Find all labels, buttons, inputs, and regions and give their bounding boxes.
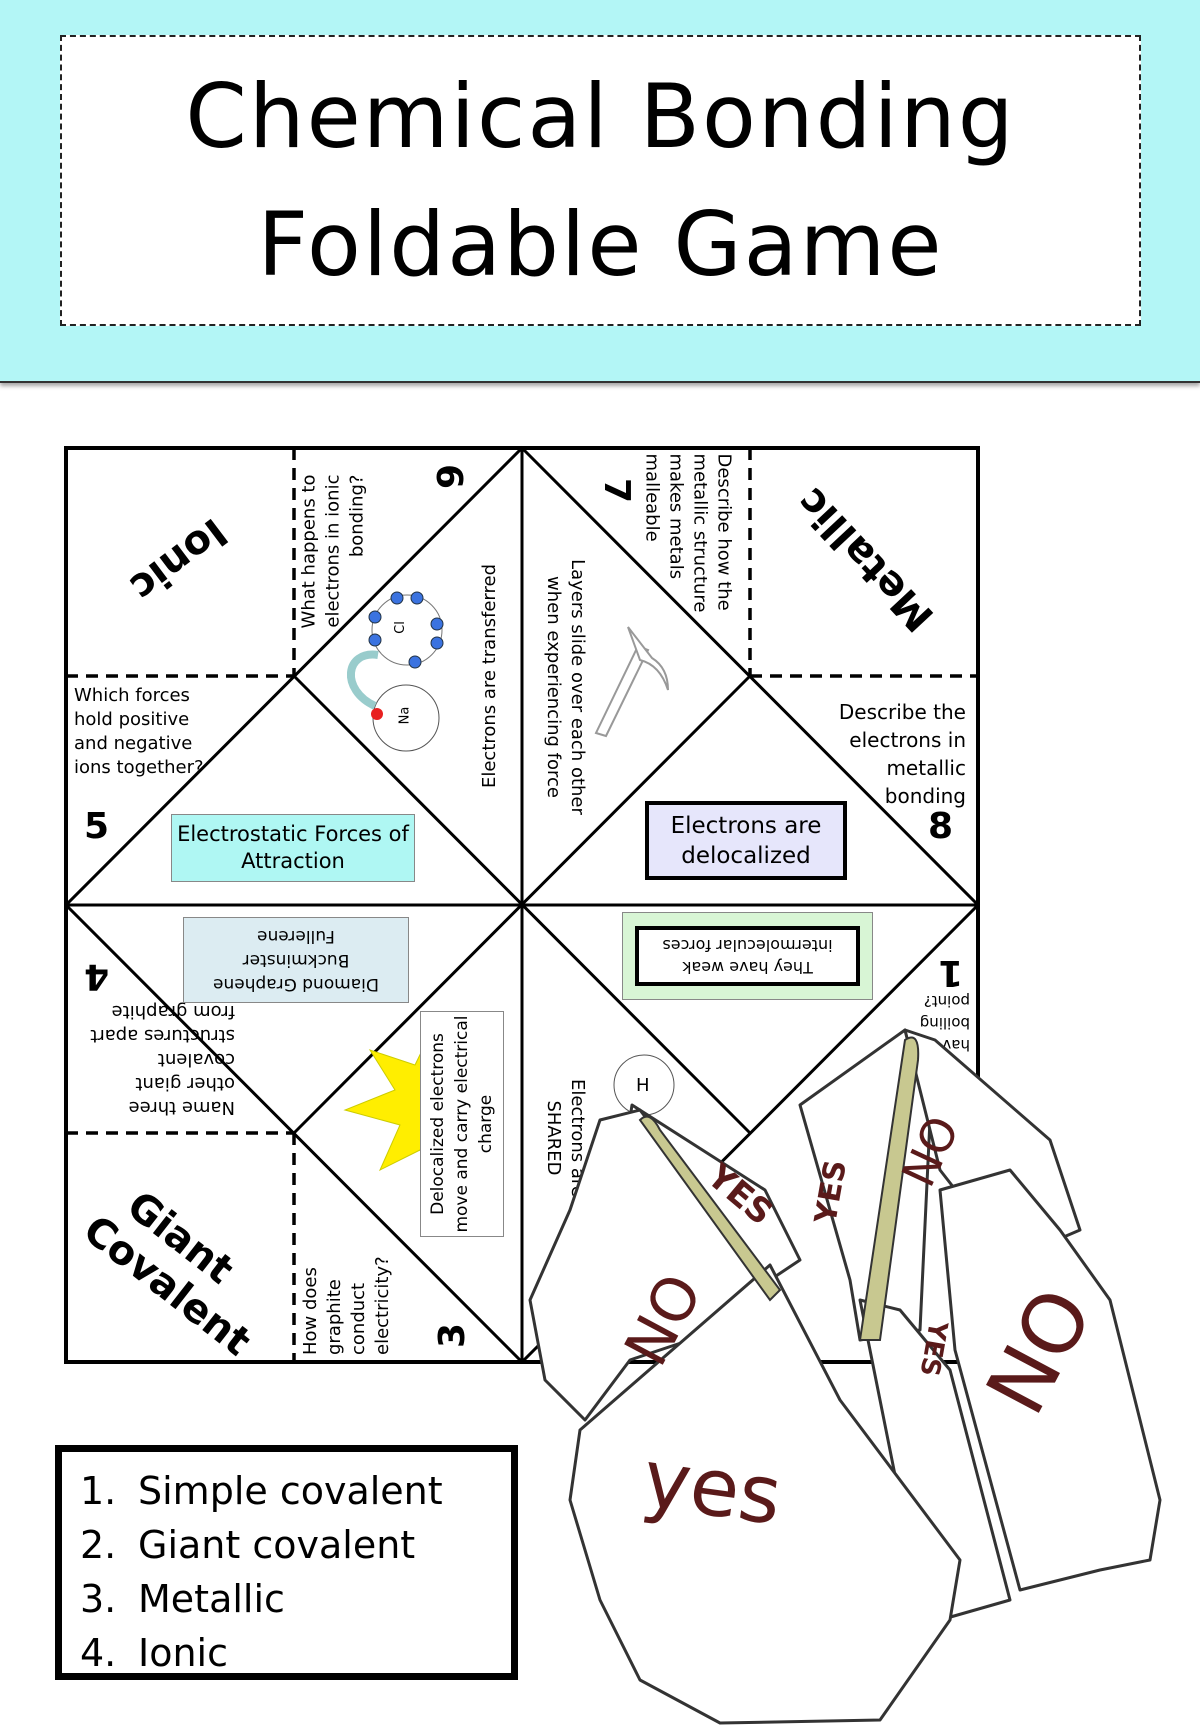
chlorine-atom (371, 594, 443, 666)
header-banner: Chemical Bonding Foldable Game (0, 0, 1200, 383)
question-5-number: 5 (84, 806, 110, 847)
answer-5: Electrostatic Forces of Attraction (171, 814, 415, 882)
legend-number: 2. (80, 1523, 117, 1567)
fold-tab (858, 1036, 920, 1341)
transfer-arrow (346, 650, 379, 710)
question-8-number: 8 (928, 806, 954, 847)
legend-number: 4. (80, 1631, 117, 1675)
question-5: Which forces hold positive and negative … (74, 685, 204, 778)
legend-item: 1. Simple covalent (80, 1464, 511, 1518)
legend-label: Metallic (138, 1577, 285, 1621)
legend-item: 2. Giant covalent (80, 1518, 511, 1572)
legend-box: 1. Simple covalent 2. Giant covalent 3. Met… (55, 1445, 518, 1680)
hydrogen-label: H (636, 1075, 650, 1096)
title-line-2: Foldable Game (257, 192, 944, 296)
legend-number: 3. (80, 1577, 117, 1621)
fold-tab (638, 1115, 782, 1302)
answer-8: Electrons are delocalized (645, 801, 847, 880)
legend-label: Simple covalent (138, 1469, 443, 1513)
legend-label: Ionic (138, 1631, 228, 1675)
legend-item: 3. Metallic (80, 1572, 511, 1626)
electron-dot (371, 708, 383, 720)
legend-number: 1. (80, 1469, 117, 1513)
question-8: Describe the electrons in metallic bondi… (838, 700, 966, 808)
legend-item: 4. Ionic (80, 1626, 511, 1680)
title-box: Chemical Bonding Foldable Game (60, 35, 1141, 326)
legend-label: Giant covalent (138, 1523, 416, 1567)
title-line-1: Chemical Bonding (185, 64, 1016, 168)
fold-label-yes-lower: yes (637, 1432, 787, 1543)
hammer-icon (594, 626, 669, 738)
